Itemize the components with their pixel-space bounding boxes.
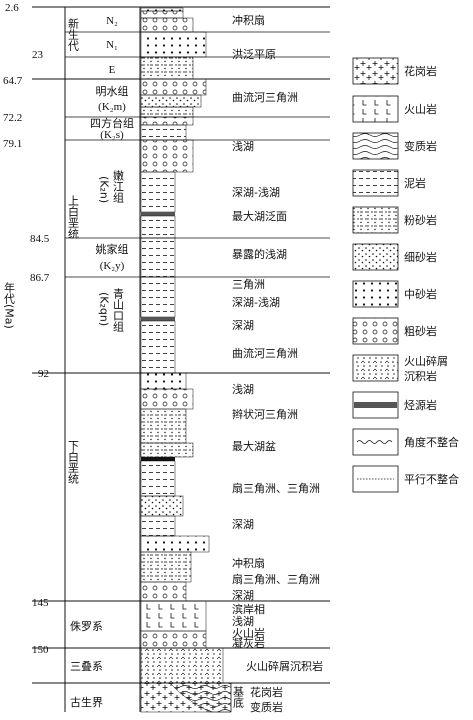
basement-label: 基底 — [232, 686, 245, 708]
age-label: 86.7 — [30, 272, 50, 284]
age-labels: 2.6 23 64.7 72.2 79.1 84.5 86.7 92 145 1… — [3, 2, 50, 656]
legend-label: 泥岩 — [404, 176, 426, 190]
legend-label: 变质岩 — [404, 139, 437, 153]
legend-label: 粉砂岩 — [404, 213, 437, 227]
era-label-lower-cretaceous: 下白垩统 — [67, 440, 80, 484]
formation-label: 青山口组 — [112, 288, 125, 332]
environment-label: 冲积扇 — [232, 13, 265, 27]
medium-sandstone-pattern-icon — [352, 280, 399, 308]
environment-label: 浅湖 — [232, 615, 254, 628]
environment-label: 曲流河三角洲 — [232, 346, 298, 360]
formation-label: N₂ — [106, 15, 118, 27]
mudstone-pattern-icon — [352, 169, 399, 197]
legend-label: 火山碎屑 — [404, 354, 448, 368]
formation-label-code: (K₂s) — [100, 129, 124, 141]
environment-label: 洪泛平原 — [232, 47, 276, 61]
era-label-triassic: 三叠系 — [70, 660, 103, 673]
legend-label: 粗砂岩 — [404, 324, 437, 338]
environment-label: 深湖-浅湖 — [232, 186, 280, 199]
era-label-upper-cretaceous: 上白垩统 — [67, 195, 80, 239]
legend-label: 角度不整合 — [404, 435, 459, 449]
environment-label: 花岗岩 — [250, 685, 283, 699]
lithology-column — [140, 7, 232, 713]
age-label: 92 — [38, 368, 49, 380]
legend-label: 细砂岩 — [404, 250, 437, 264]
formation-label: N₁ — [106, 39, 118, 51]
granite-pattern-icon — [352, 57, 399, 85]
age-label: 72.2 — [3, 112, 22, 124]
environment-label: 扇三角洲、三角洲 — [232, 481, 320, 495]
age-label: 150 — [32, 644, 49, 656]
environment-label: 冲积扇 — [232, 556, 265, 570]
environment-label: 深湖 — [232, 518, 254, 531]
legend-label: 花岗岩 — [404, 64, 437, 78]
formation-label-code: (K₂m) — [98, 101, 126, 113]
legend-label: 烃源岩 — [404, 398, 437, 412]
environment-label: 火山岩 — [232, 626, 265, 640]
environment-label: 最大湖泛面 — [232, 209, 287, 223]
environment-label: 深湖-浅湖 — [232, 296, 280, 309]
legend: 花岗岩 火山岩 变质岩 泥岩 粉砂岩 细砂岩 中砂岩 粗砂岩 火山碎屑 沉积岩 … — [352, 57, 459, 493]
environment-label: 浅湖 — [232, 140, 254, 153]
environment-label: 浅湖 — [232, 383, 254, 396]
fine-sandstone-pattern-icon — [352, 243, 399, 271]
age-label: 2.6 — [5, 2, 19, 14]
formation-label-code: (K₂qn) — [98, 292, 111, 326]
environment-label: 三角洲 — [232, 278, 265, 291]
environment-label: 曲流河三角洲 — [232, 90, 298, 104]
formation-label: E — [109, 64, 116, 76]
environment-label: 火山碎屑沉积岩 — [246, 659, 323, 673]
pyroclastic-pattern-icon — [352, 354, 399, 382]
metamorphic-pattern-icon — [352, 132, 399, 160]
environment-label: 变质岩 — [250, 700, 283, 714]
age-label: 145 — [32, 597, 49, 609]
age-label: 23 — [32, 49, 44, 61]
era-label-jurassic: 侏罗系 — [70, 620, 103, 633]
volcanic-pattern-icon — [352, 95, 399, 123]
siltstone-pattern-icon — [352, 206, 399, 234]
formation-label-code: (K₂n) — [98, 176, 111, 203]
legend-label: 火山岩 — [404, 102, 437, 116]
formation-label: 嫩江组 — [112, 169, 125, 203]
formation-label: 姚家组 — [96, 242, 129, 256]
era-label-cenozoic: 新生代 — [67, 17, 80, 52]
environment-label: 最大湖盆 — [232, 439, 276, 453]
environment-labels: 冲积扇 洪泛平原 曲流河三角洲 浅湖 深湖-浅湖 最大湖泛面 暴露的浅湖 三角洲… — [232, 13, 323, 714]
environment-label: 暴露的浅湖 — [232, 247, 287, 261]
age-label: 84.5 — [30, 233, 50, 245]
environment-label: 深湖 — [232, 319, 254, 332]
coarse-sandstone-pattern-icon — [352, 317, 399, 345]
legend-label: 平行不整合 — [404, 472, 459, 486]
y-axis-label: 年代(Ma) — [3, 281, 16, 329]
formation-label-code: (K₂y) — [100, 260, 125, 272]
angular-unconformity-line-icon — [352, 428, 399, 456]
environment-label: 滨岸相 — [232, 602, 265, 616]
environment-label: 深湖 — [232, 589, 254, 602]
environment-label: 辫状河三角洲 — [232, 407, 298, 421]
era-label-paleozoic: 古生界 — [70, 695, 103, 709]
age-label: 79.1 — [3, 138, 22, 150]
legend-label: 沉积岩 — [404, 369, 437, 383]
age-label: 64.7 — [3, 75, 23, 87]
formation-label: 明水组 — [96, 84, 129, 98]
legend-label: 中砂岩 — [404, 287, 437, 301]
formation-label: 四方台组 — [90, 116, 134, 130]
environment-label: 凝灰岩 — [232, 636, 265, 650]
environment-label: 扇三角洲、三角洲 — [232, 572, 320, 586]
